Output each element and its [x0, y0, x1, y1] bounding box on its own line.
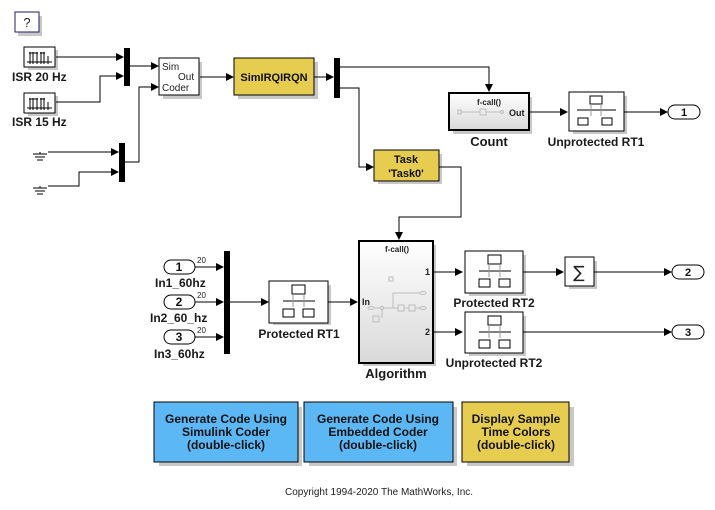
- svg-text:1: 1: [176, 260, 183, 274]
- subsystem-preview-icon: [457, 108, 504, 116]
- subsystem-preview-icon: [367, 276, 427, 323]
- count-subsystem[interactable]: f-call() Out: [448, 92, 532, 134]
- svg-text:2: 2: [176, 295, 183, 309]
- svg-text:SimIRQIRQN: SimIRQIRQN: [240, 72, 307, 84]
- svg-text:'Task0': 'Task0': [388, 168, 424, 180]
- svg-text:(double-click): (double-click): [339, 438, 417, 452]
- protected-rt1-block[interactable]: [268, 280, 331, 325]
- ground-icon: [33, 152, 47, 161]
- function-call-line[interactable]: [340, 87, 374, 171]
- mux-bar-inputs[interactable]: [224, 251, 230, 354]
- svg-text:Task: Task: [394, 154, 419, 166]
- inport-3-label: In3_60hz: [154, 347, 205, 361]
- outport-3[interactable]: 3: [671, 324, 705, 340]
- display-sample-time-colors-button[interactable]: Display Sample Time Colors (double-click…: [461, 401, 574, 466]
- inport-2-label: In2_60_hz: [150, 311, 207, 325]
- task-block[interactable]: Task 'Task0': [373, 149, 442, 184]
- inport-1[interactable]: 1: [163, 259, 196, 275]
- unprotected-rt2-block[interactable]: [464, 311, 526, 356]
- rate-transition-icon: [478, 315, 511, 349]
- svg-text:Coder: Coder: [162, 83, 190, 94]
- svg-text:Embedded Coder: Embedded Coder: [328, 425, 428, 439]
- pulse-icon: [27, 52, 52, 64]
- algorithm-label: Algorithm: [365, 366, 426, 381]
- svg-text:Display Sample: Display Sample: [472, 412, 561, 426]
- function-call-line[interactable]: [340, 66, 493, 92]
- svg-text:1: 1: [425, 267, 430, 277]
- svg-text:Generate Code Using: Generate Code Using: [165, 412, 287, 426]
- sim-coder-block[interactable]: Sim Out Coder: [158, 57, 202, 99]
- outport-2[interactable]: 2: [671, 264, 705, 280]
- isr-20hz-block[interactable]: [23, 46, 58, 70]
- svg-text:2: 2: [685, 267, 691, 279]
- isr-15hz-block[interactable]: [23, 92, 58, 116]
- isr-20hz-label: ISR 20 Hz: [12, 70, 67, 84]
- svg-text:Simulink Coder: Simulink Coder: [182, 425, 270, 439]
- protected-rt1-label: Protected RT1: [258, 327, 340, 341]
- inport-3[interactable]: 3: [163, 329, 196, 345]
- irq-block[interactable]: SimIRQIRQN: [233, 57, 318, 99]
- copyright-text: Copyright 1994-2020 The MathWorks, Inc.: [285, 487, 473, 498]
- outport-1[interactable]: 1: [667, 104, 701, 120]
- signal-line[interactable]: [125, 83, 159, 163]
- mux-bar-isr[interactable]: [124, 48, 130, 86]
- pulse-icon: [27, 98, 52, 110]
- protected-rt2-label: Protected RT2: [453, 296, 535, 310]
- svg-text:Out: Out: [509, 108, 525, 118]
- rate-transition-icon: [282, 284, 315, 318]
- inport-3-rate: 20: [197, 326, 206, 335]
- svg-text:In: In: [362, 297, 370, 307]
- svg-text:?: ?: [23, 15, 30, 30]
- svg-text:Time Colors: Time Colors: [481, 425, 550, 439]
- svg-text:Generate Code Using: Generate Code Using: [317, 412, 439, 426]
- svg-text:3: 3: [176, 330, 183, 344]
- svg-text:1: 1: [681, 107, 687, 119]
- sigma-icon: ∑: [573, 263, 585, 283]
- mux-bar-ground[interactable]: [119, 143, 125, 182]
- rate-transition-icon: [577, 95, 616, 126]
- protected-rt2-block[interactable]: [464, 250, 526, 296]
- svg-text:2: 2: [425, 327, 430, 337]
- count-label: Count: [470, 134, 508, 149]
- signal-line[interactable]: [56, 72, 124, 103]
- svg-text:(double-click): (double-click): [477, 438, 555, 452]
- generate-code-embedded-coder-button[interactable]: Generate Code Using Embedded Coder (doub…: [303, 401, 457, 466]
- generate-code-simulink-coder-button[interactable]: Generate Code Using Simulink Coder (doub…: [153, 401, 302, 466]
- inport-2[interactable]: 2: [163, 294, 196, 310]
- svg-text:Sim: Sim: [162, 62, 179, 73]
- svg-text:3: 3: [685, 327, 691, 339]
- rate-transition-icon: [478, 254, 511, 288]
- sum-block[interactable]: ∑: [564, 256, 597, 289]
- svg-text:Out: Out: [178, 72, 194, 83]
- svg-text:f-call(): f-call(): [477, 98, 501, 107]
- unprotected-rt1-block[interactable]: [568, 91, 627, 134]
- unprotected-rt1-label: Unprotected RT1: [548, 135, 645, 149]
- svg-text:(double-click): (double-click): [187, 438, 265, 452]
- unprotected-rt2-label: Unprotected RT2: [446, 356, 543, 370]
- svg-text:f-call(): f-call(): [385, 245, 409, 254]
- signal-line[interactable]: [48, 168, 119, 187]
- demux-bar-irq[interactable]: [334, 58, 340, 98]
- ground-icon: [33, 186, 47, 195]
- inport-2-rate: 20: [197, 291, 206, 300]
- function-call-line[interactable]: [395, 166, 462, 240]
- algorithm-subsystem[interactable]: f-call() In 1 2: [358, 240, 436, 366]
- inport-1-rate: 20: [197, 256, 206, 265]
- isr-15hz-label: ISR 15 Hz: [12, 115, 67, 129]
- inport-1-label: In1_60hz: [155, 276, 206, 290]
- help-button[interactable]: ?: [14, 11, 42, 36]
